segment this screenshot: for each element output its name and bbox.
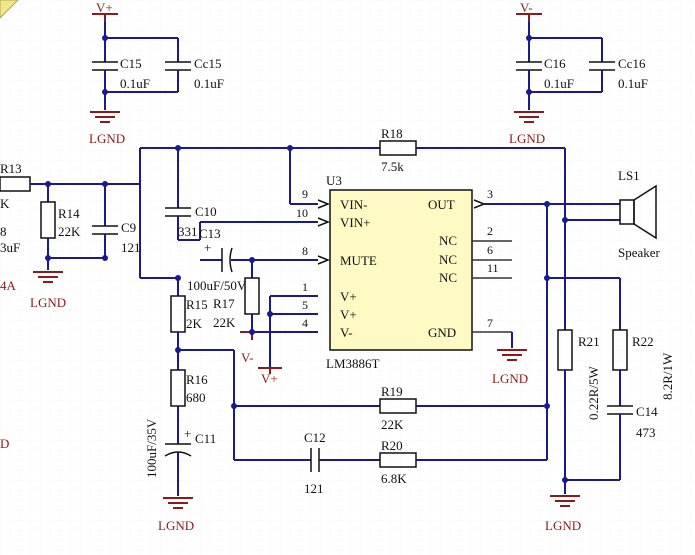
gnd-label-out: LGND	[545, 518, 581, 533]
c11-ref: C11	[195, 431, 216, 446]
r17-val: 22K	[213, 315, 236, 330]
c16-ref: C16	[544, 56, 566, 71]
ic-ref: U3	[326, 173, 342, 188]
r19-ref: R19	[381, 384, 403, 399]
input-section: R13 K R14 22K C9 121 LGND 8 3uF 4A D	[0, 161, 141, 451]
r20-val: 6.8K	[381, 471, 407, 486]
pinnum-11: 11	[487, 261, 499, 275]
pinnum-2: 2	[487, 224, 493, 238]
ic-power-wires: V+	[249, 295, 318, 386]
c9-ref: C9	[121, 220, 136, 235]
pinnum-3: 3	[487, 187, 493, 201]
r13-ref: R13	[0, 161, 22, 176]
decoupling-left: V+ LGND C15 0.1uF Cc15 0.1uF	[89, 0, 224, 146]
pin-gnd: GND	[428, 325, 456, 340]
pin-mute: MUTE	[340, 253, 377, 268]
pinnum-10: 10	[296, 206, 308, 220]
r21-val: 0.22R/5W	[586, 365, 601, 420]
gnd-label-3: LGND	[30, 295, 66, 310]
pin-out: OUT	[428, 197, 455, 212]
cc15-val: 0.1uF	[194, 76, 224, 91]
vminus-r17: V-	[241, 350, 254, 365]
c16-val: 0.1uF	[544, 76, 574, 91]
edge-label-b: 3uF	[0, 240, 20, 255]
c12-val: 121	[304, 481, 324, 496]
c10-val: 331	[178, 224, 198, 239]
c13-plus: +	[204, 240, 211, 255]
r14-ref: R14	[58, 206, 80, 221]
c12-ref: C12	[304, 430, 326, 445]
gnd-label-1: LGND	[89, 131, 125, 146]
pinnum-7: 7	[487, 316, 493, 330]
edge-label-d: D	[0, 436, 9, 451]
pin-nc2: NC	[439, 252, 457, 267]
c9-val: 121	[121, 240, 141, 255]
corner-marker	[0, 0, 19, 19]
gnd-label-c11: LGND	[158, 518, 194, 533]
ic-part: LM3886T	[326, 356, 380, 371]
c13-mute: + C13 100uF/50V V- R17 22K	[187, 226, 318, 365]
cc15-ref: Cc15	[194, 56, 221, 71]
cc16-val: 0.1uF	[618, 76, 648, 91]
c10-network: C10 331	[139, 148, 318, 281]
edge-label-a: 8	[0, 224, 7, 239]
decoupling-right: V- LGND C16 0.1uF Cc16 0.1uF	[509, 0, 648, 146]
c13-val: 100uF/50V	[187, 278, 247, 293]
pinnum-1: 1	[302, 280, 308, 294]
c15-ref: C15	[120, 56, 142, 71]
r16-ref: R16	[186, 372, 208, 387]
c13-ref: C13	[199, 226, 221, 241]
gnd-label-2: LGND	[509, 131, 545, 146]
pin-vin-minus: VIN-	[340, 197, 367, 212]
c14-ref: C14	[636, 404, 658, 419]
r18-val: 7.5k	[381, 159, 404, 174]
pinnum-8: 8	[302, 244, 308, 258]
r15-val: 2K	[186, 316, 203, 331]
edge-label-c: 4A	[0, 278, 17, 293]
ic-u3: U3 LM3886T VIN- VIN+ MUTE V+ V+ V- OUT N…	[296, 173, 528, 386]
r19-val: 22K	[381, 417, 404, 432]
feedback-r18: R18 7.5k	[140, 126, 566, 220]
ls1-ref: LS1	[618, 168, 640, 183]
r22-val: 8.2R/1W	[660, 352, 675, 400]
lower-network: R15 2K R16 680 + C11 100uF/35V LGND R19 …	[144, 278, 550, 533]
gnd-label-ic: LGND	[492, 371, 528, 386]
vplus-ic: V+	[261, 371, 278, 386]
pinnum-9: 9	[302, 187, 308, 201]
r14-val: 22K	[58, 224, 81, 239]
r16-val: 680	[186, 390, 206, 405]
pinnum-6: 6	[487, 243, 493, 257]
c15-val: 0.1uF	[120, 76, 150, 91]
vminus-label: V-	[520, 0, 533, 15]
r20-ref: R20	[381, 438, 403, 453]
r17-ref: R17	[213, 296, 235, 311]
pin-vp1: V+	[340, 289, 357, 304]
ic-body	[329, 189, 473, 351]
r13-val: K	[0, 196, 10, 211]
c11-plus: +	[184, 426, 191, 441]
r15-ref: R15	[186, 297, 208, 312]
vplus-label: V+	[96, 0, 113, 15]
pin-nc3: NC	[439, 270, 457, 285]
pin-vp2: V+	[340, 307, 357, 322]
output-section: LS1 Speaker R21 R22 0.22R/5W 8.2R/1W C14…	[484, 168, 675, 533]
pin-nc1: NC	[439, 233, 457, 248]
c11-val: 100uF/35V	[144, 418, 159, 478]
pin-vin-plus: VIN+	[340, 215, 370, 230]
pin-vm: V-	[340, 325, 353, 340]
pinnum-5: 5	[302, 298, 308, 312]
c10-ref: C10	[195, 204, 217, 219]
speaker-name: Speaker	[618, 245, 661, 260]
r18-ref: R18	[381, 126, 403, 141]
r21-ref: R21	[578, 334, 600, 349]
c14-val: 473	[636, 425, 656, 440]
pinnum-4: 4	[302, 316, 308, 330]
r22-ref: R22	[632, 334, 654, 349]
cc16-ref: Cc16	[618, 56, 646, 71]
